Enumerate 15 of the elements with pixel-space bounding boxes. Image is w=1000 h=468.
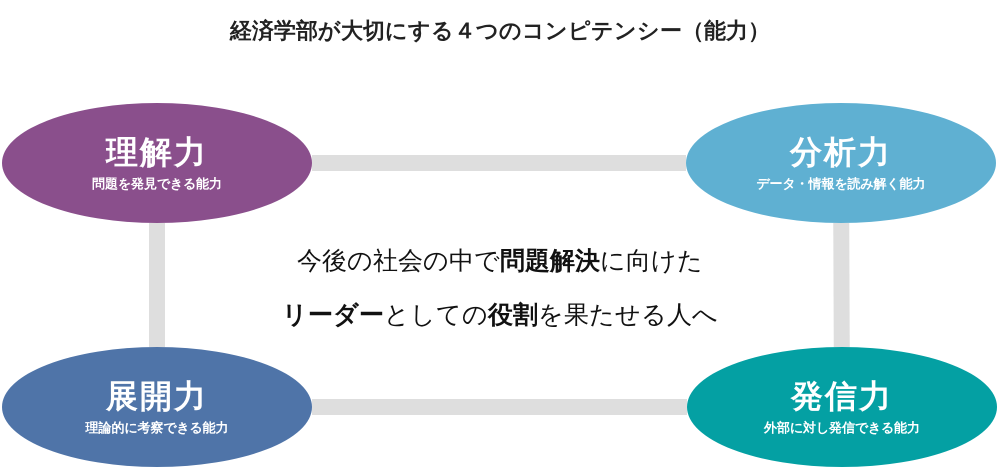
node-heading: 展開力 (106, 377, 208, 416)
node-heading: 発信力 (791, 377, 893, 416)
node-heading: 理解力 (106, 133, 208, 172)
connector-band (833, 222, 850, 348)
diagram-title: 経済学部が大切にする４つのコンピテンシー（能力） (230, 17, 770, 45)
central-message: リーダーとしての役割を果たせる人へ (282, 299, 718, 331)
node-description: 外部に対し発信できる能力 (764, 419, 920, 437)
node-description: 問題を発見できる能力 (92, 175, 222, 193)
node-description: データ・情報を読み解く能力 (756, 175, 926, 193)
connector-band (149, 223, 165, 347)
connector-band (312, 399, 687, 415)
central-message: 今後の社会の中で問題解決に向けた (297, 245, 703, 277)
node-description: 理論的に考察できる能力 (86, 419, 228, 437)
node-heading: 分析力 (790, 133, 892, 172)
connector-band (312, 155, 686, 171)
